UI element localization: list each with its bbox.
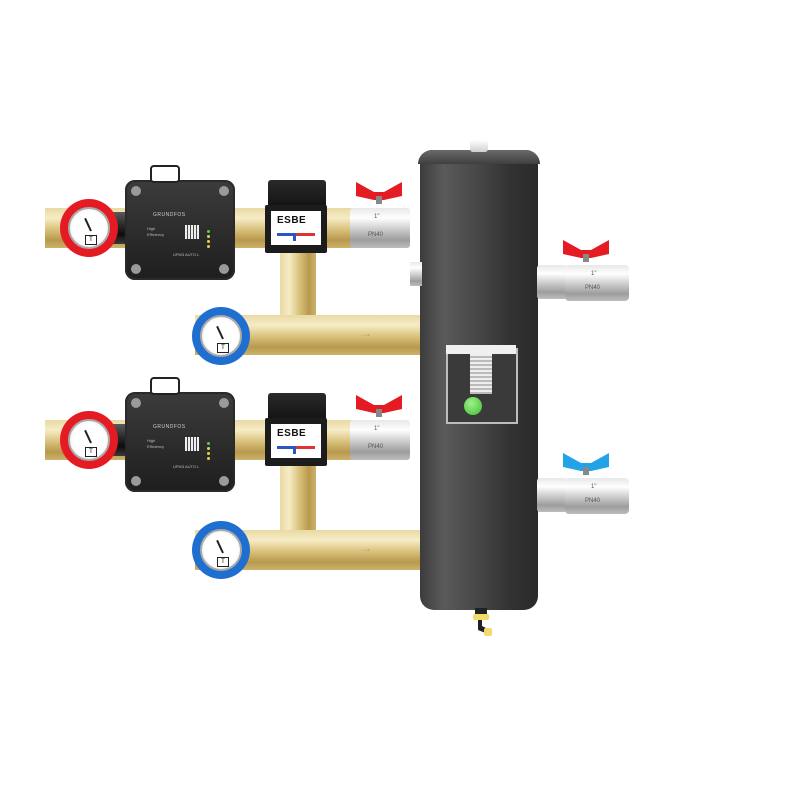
bypass-riser-1 [280, 245, 316, 320]
bypass-riser-2 [280, 458, 316, 533]
pump-model: UPM3 AUTO L [173, 252, 200, 257]
pump-label-efficiency: Efficiency [147, 444, 165, 449]
separator-side-port [410, 262, 422, 286]
separator-threaded-stem [470, 354, 492, 394]
pump-status-leds [207, 230, 210, 250]
air-vent [470, 140, 488, 152]
butterfly-handle-blue-icon[interactable] [563, 453, 609, 475]
esbe-logo: ESBE [277, 428, 307, 439]
pump-label-efficiency: Efficiency [147, 232, 165, 237]
separator-cap [418, 150, 540, 164]
screw [219, 476, 229, 486]
valve-rating-label: PN40 [368, 232, 384, 238]
mixing-valve-label: ESBE [271, 424, 321, 458]
thermometer-face: T [200, 315, 242, 357]
butterfly-handle-red-icon[interactable] [356, 395, 402, 417]
pump-power-connector-2 [150, 377, 180, 395]
screw [219, 398, 229, 408]
separator-outlet-bottom [537, 478, 567, 512]
thermometer-valve-blue-1[interactable]: T [192, 307, 250, 365]
thermometer-face: T [68, 207, 110, 249]
valve-size-label: 1" [591, 271, 597, 277]
status-indicator-green [464, 397, 482, 415]
screw [219, 186, 229, 196]
screw [131, 264, 141, 274]
valve-size-label: 1" [374, 426, 380, 432]
screw [131, 398, 141, 408]
valve-rating-label: PN40 [585, 285, 601, 291]
circulation-pump-1: GRUNDFOS High Efficiency UPM3 AUTO L [125, 180, 235, 280]
mixing-valve-2: ESBE [265, 418, 327, 466]
pump-status-leds [207, 442, 210, 462]
separator-t-bar [446, 345, 516, 354]
mixing-valve-1: ESBE [265, 205, 327, 253]
thermometer-face: T [68, 419, 110, 461]
pump-brand: GRUNDFOS [153, 212, 186, 218]
drain-valve-icon [473, 608, 492, 636]
butterfly-handle-red-icon[interactable] [563, 240, 609, 262]
outlet-ball-valve-red[interactable]: 1" PN40 [565, 265, 629, 301]
thermometer-valve-blue-2[interactable]: T [192, 521, 250, 579]
thermometer-valve-red-1[interactable]: T [60, 199, 118, 257]
flow-arrow: → [360, 541, 372, 555]
esbe-logo: ESBE [277, 215, 307, 226]
pump-label-high: High [147, 226, 156, 231]
valve-rating-label: PN40 [585, 498, 601, 504]
valve-size-label: 1" [591, 484, 597, 490]
temperature-bar [277, 446, 315, 449]
mixing-valve-label: ESBE [271, 211, 321, 245]
pump-model: UPM3 AUTO L [173, 464, 200, 469]
circulation-pump-2: GRUNDFOS High Efficiency UPM3 AUTO L [125, 392, 235, 492]
screw [131, 476, 141, 486]
thermometer-valve-red-2[interactable]: T [60, 411, 118, 469]
supply-ball-valve-1[interactable]: 1" PN40 [350, 208, 410, 248]
thermometer-face: T [200, 529, 242, 571]
qr-code [185, 225, 199, 239]
pump-label-high: High [147, 438, 156, 443]
screw [219, 264, 229, 274]
supply-ball-valve-2[interactable]: 1" PN40 [350, 420, 410, 460]
butterfly-handle-red-icon[interactable] [356, 182, 402, 204]
valve-size-label: 1" [374, 214, 380, 220]
qr-code [185, 437, 199, 451]
separator-outlet-top [537, 265, 567, 299]
pump-brand: GRUNDFOS [153, 424, 186, 430]
outlet-ball-valve-blue[interactable]: 1" PN40 [565, 478, 629, 514]
pump-power-connector-1 [150, 165, 180, 183]
flow-arrow: → [360, 326, 372, 340]
screw [131, 186, 141, 196]
valve-rating-label: PN40 [368, 444, 384, 450]
temperature-bar [277, 233, 315, 236]
